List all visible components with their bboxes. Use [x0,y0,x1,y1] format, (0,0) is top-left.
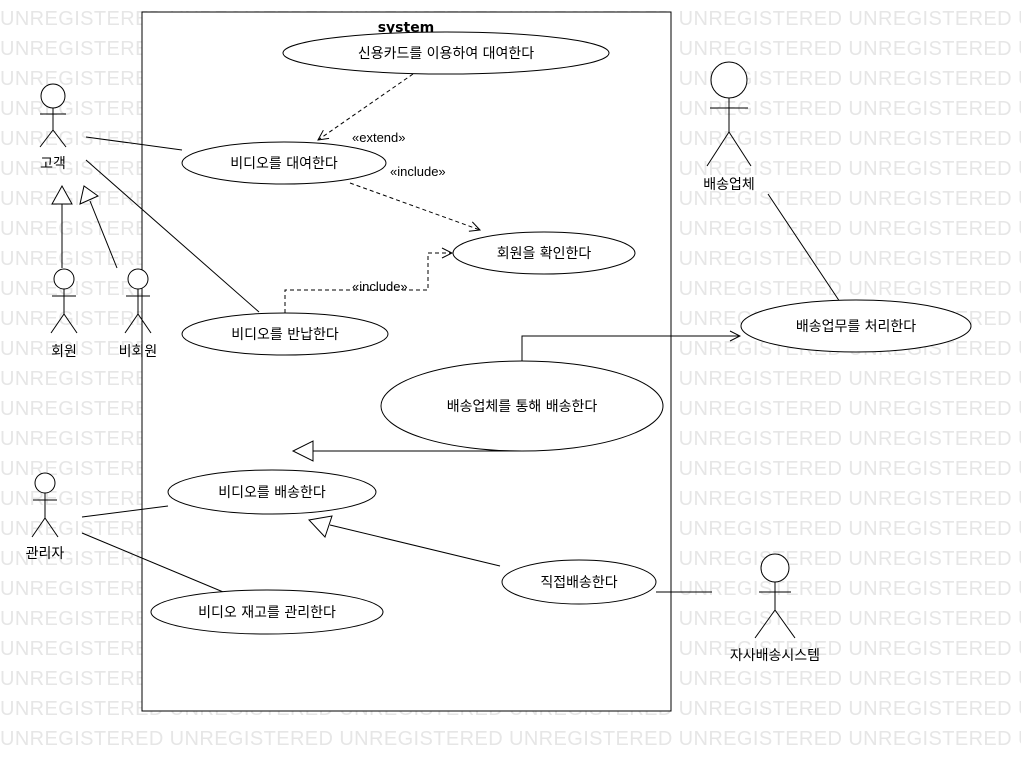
generalization-via-company-head [291,440,314,462]
assoc-company-delivery-task [521,336,740,362]
assoc-manager-deliver [81,505,169,518]
include-label-rent: «include» [390,164,446,179]
use-case-deliver-video[interactable]: 비디오를 배송한다 [167,469,377,515]
svg-text:비디오 재고를 관리한다: 비디오 재고를 관리한다 [198,605,336,621]
actor-non-member[interactable] [124,268,152,334]
actor-own-delivery-system-label: 자사배송시스템 [730,648,820,664]
generalization-direct-head [307,515,333,538]
watermark-row: UNREGISTERED UNREGISTERED UNREGISTERED U… [0,728,1021,750]
svg-text:배송업무를 처리한다: 배송업무를 처리한다 [796,319,916,335]
svg-text:비디오를 대여한다: 비디오를 대여한다 [230,156,338,172]
generalization-direct [329,524,501,567]
use-case-deliver-via-company[interactable]: 배송업체를 통해 배송한다 [380,360,664,452]
use-case-verify-member[interactable]: 회원을 확인한다 [452,231,636,275]
svg-text:회원을 확인한다: 회원을 확인한다 [497,246,592,262]
use-case-rent-video[interactable]: 비디오를 대여한다 [181,141,387,185]
actor-delivery-company-label: 배송업체 [703,177,755,193]
actor-customer[interactable] [39,83,67,148]
actor-customer-label: 고객 [40,156,66,172]
actor-manager[interactable] [31,472,59,538]
actor-member-label: 회원 [51,344,77,360]
include-relation-rent [349,182,480,230]
use-case-manage-inventory[interactable]: 비디오 재고를 관리한다 [150,589,384,635]
use-case-handle-delivery[interactable]: 배송업무를 처리한다 [740,299,972,353]
generalization-non-member [89,200,118,269]
use-case-rent-by-credit-card[interactable]: 신용카드를 이용하여 대여한다 [282,31,610,75]
assoc-customer-rent [85,136,183,151]
include-label-return: «include» [352,279,408,294]
svg-text:신용카드를 이용하여 대여한다: 신용카드를 이용하여 대여한다 [358,46,534,62]
svg-text:비디오를 배송한다: 비디오를 배송한다 [218,485,326,501]
svg-text:배송업체를 통해 배송한다: 배송업체를 통해 배송한다 [447,399,598,415]
use-case-return-video[interactable]: 비디오를 반납한다 [181,312,389,356]
actor-own-delivery-system[interactable] [754,553,796,639]
generalization-non-member-head [79,185,100,205]
include-relation-return [284,253,452,313]
use-case-direct-delivery[interactable]: 직접배송한다 [501,559,657,605]
assoc-customer-return [85,159,260,313]
assoc-delivery-company [767,193,841,303]
svg-text:비디오를 반납한다: 비디오를 반납한다 [231,327,339,343]
actor-delivery-company[interactable] [706,61,752,167]
actor-non-member-label: 비회원 [119,344,158,360]
assoc-manager-inventory [81,532,229,595]
extend-relation [318,73,414,140]
actor-manager-label: 관리자 [26,546,65,562]
svg-text:직접배송한다: 직접배송한다 [540,575,617,591]
actor-member[interactable] [50,268,78,334]
extend-label: «extend» [352,130,406,145]
generalization-member-head [51,184,73,205]
